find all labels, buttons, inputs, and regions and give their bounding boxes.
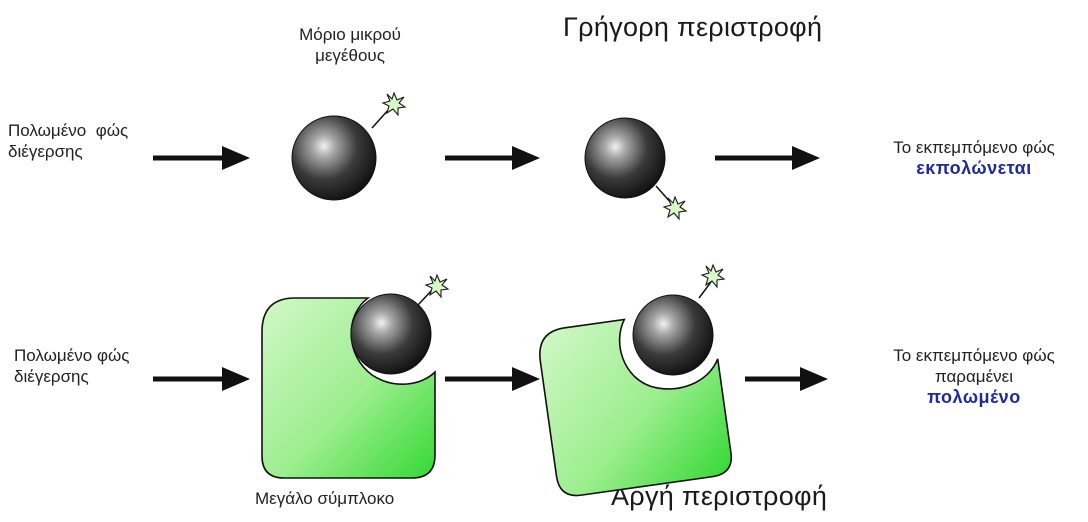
top-arrow-1 (153, 146, 250, 170)
fluorophore-star-icon-complex-2 (702, 265, 724, 287)
top-arrow-3 (715, 146, 820, 170)
bottom-arrow-3 (745, 367, 828, 391)
small-molecule-2 (585, 118, 686, 219)
top-arrow-2 (445, 146, 540, 170)
small-molecule-1 (292, 93, 405, 200)
large-complex-1 (262, 275, 448, 478)
complex-2-fluorophore (633, 265, 724, 375)
bottom-arrow-2 (445, 367, 540, 391)
fluorophore-star-icon-rotated (664, 197, 686, 219)
bottom-arrow-1 (153, 367, 250, 391)
